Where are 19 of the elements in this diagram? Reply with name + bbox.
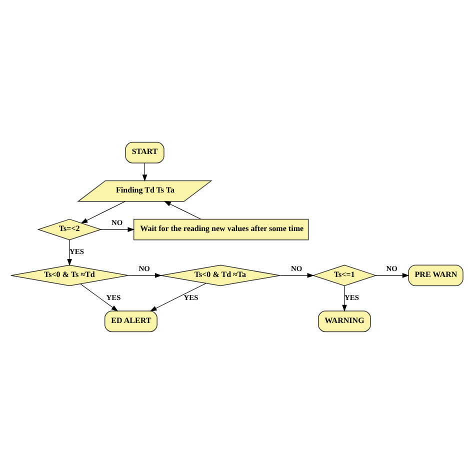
arrow [80,201,126,224]
arrow [67,240,72,266]
arrow [142,162,148,182]
arrow [164,201,202,220]
arrow [150,283,206,312]
node-diamond: Ts<0 & Ts ≈Td [10,264,128,286]
arrow [342,286,347,312]
node-box: WARNING [318,310,371,332]
node-box: ED ALERT [104,310,158,332]
arrow [80,284,118,312]
arrow [375,273,410,278]
arrow [100,227,135,232]
node-diamond: Ts<=1 [312,264,377,286]
arrow [280,273,314,278]
arrow [128,273,162,278]
node-box: Wait for the reading new values after some time [133,218,309,240]
node-box: START [125,142,164,164]
node-diamond: Ts<0 & Td ≈Ta [160,264,280,286]
node-box: PRE WARN [408,264,464,286]
